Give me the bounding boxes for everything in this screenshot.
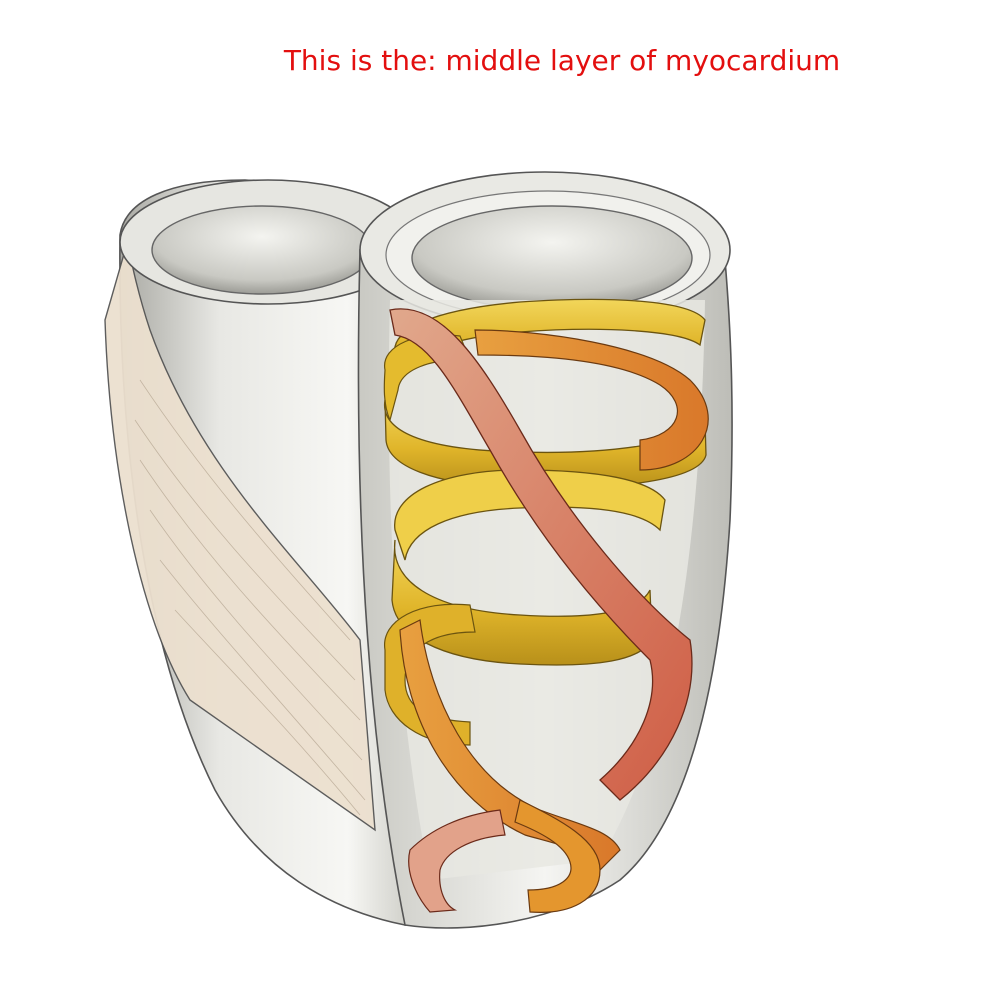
deep-spiral-band [389,308,693,913]
caption-title: This is the: middle layer of myocardium [283,44,841,77]
heart-illustration [0,100,1004,976]
oblique-bands [399,329,709,913]
middle-layer-bands [383,298,707,746]
